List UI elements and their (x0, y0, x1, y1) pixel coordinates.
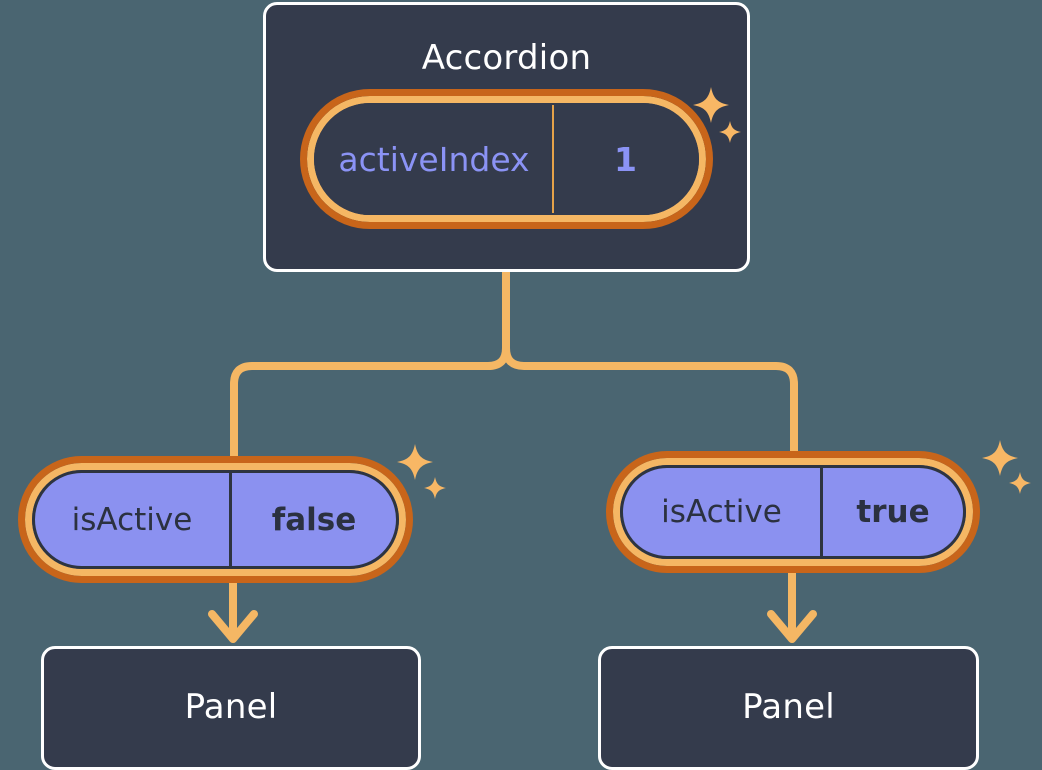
panel-left-node[interactable]: Panel (41, 646, 421, 770)
accordion-title: Accordion (421, 38, 592, 78)
sparkle-icon-left-small (424, 477, 446, 499)
panel-right-node[interactable]: Panel (598, 646, 979, 770)
chip-is-active-left-inner: isActive false (32, 470, 399, 569)
panel-left-title: Panel (184, 687, 278, 727)
panel-right-title: Panel (742, 687, 835, 727)
chip-active-index-key: activeIndex (338, 139, 530, 179)
sparkle-icon-right-small (1009, 472, 1031, 494)
chip-active-index-value: 1 (552, 105, 697, 213)
chip-is-active-right-value: true (820, 468, 963, 556)
chip-is-active-right[interactable]: isActive true (606, 451, 980, 573)
chip-active-index-inner: activeIndex 1 (314, 103, 699, 215)
chip-is-active-left-key: isActive (71, 501, 193, 538)
connector-branch-right (502, 344, 798, 462)
arrow-head-left (208, 610, 258, 643)
chip-is-active-left-value: false (229, 473, 396, 566)
chip-is-active-left[interactable]: isActive false (18, 456, 413, 583)
arrow-head-right (767, 610, 817, 643)
chip-is-active-right-inner: isActive true (620, 465, 966, 559)
sparkle-icon-right-large (982, 440, 1018, 476)
chip-is-active-right-key: isActive (661, 494, 782, 530)
sparkle-icon-left-large (397, 444, 433, 480)
chip-active-index[interactable]: activeIndex 1 (300, 89, 713, 229)
connector-branch-left (230, 344, 510, 467)
